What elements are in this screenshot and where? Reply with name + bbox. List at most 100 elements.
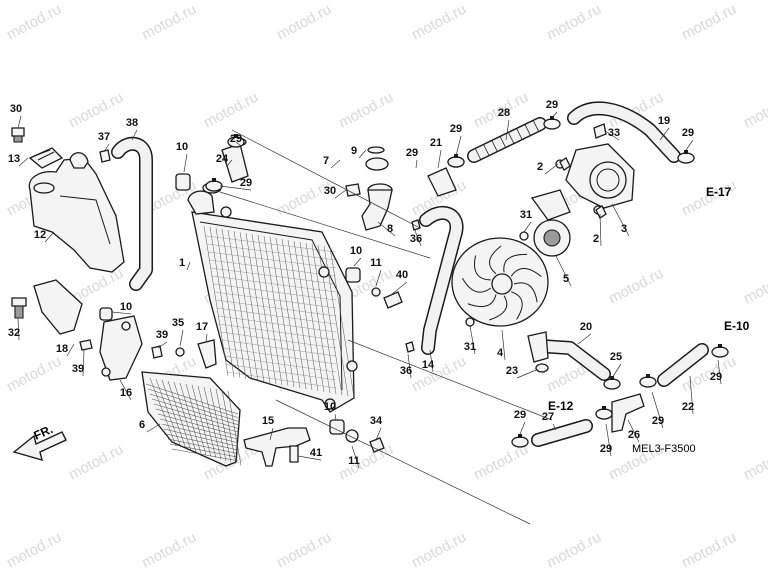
watermark-text: motod.ru bbox=[679, 529, 739, 572]
watermark-text: motod.ru bbox=[4, 1, 64, 44]
callout-17: 17 bbox=[196, 321, 208, 333]
section-ref-e17: E-17 bbox=[706, 185, 732, 199]
callout-33: 33 bbox=[608, 127, 620, 139]
callout-2: 2 bbox=[593, 233, 599, 245]
fan-blades bbox=[462, 245, 542, 321]
cooling-fan bbox=[451, 237, 549, 327]
callout-41: 41 bbox=[310, 447, 322, 459]
callout-21: 21 bbox=[430, 137, 442, 149]
callout-38: 38 bbox=[126, 117, 138, 129]
hose-22 bbox=[657, 343, 709, 387]
callout-29: 29 bbox=[406, 147, 418, 159]
callout-28: 28 bbox=[498, 107, 510, 119]
callout-29: 29 bbox=[546, 99, 558, 111]
filler-neck bbox=[361, 146, 393, 231]
callout-39: 39 bbox=[156, 329, 168, 341]
callout-37: 37 bbox=[98, 131, 110, 143]
hose-clamp bbox=[677, 150, 695, 164]
callout-25: 25 bbox=[610, 351, 622, 363]
callout-32: 32 bbox=[8, 327, 20, 339]
callout-11: 11 bbox=[370, 257, 382, 269]
watermark-text: motod.ru bbox=[679, 1, 739, 44]
overflow-hose bbox=[111, 136, 153, 291]
callout-35: 35 bbox=[172, 317, 184, 329]
callout-22: 22 bbox=[682, 401, 694, 413]
callout-1: 1 bbox=[179, 257, 185, 269]
small-fittings bbox=[99, 149, 607, 373]
reserve-tank bbox=[28, 152, 125, 273]
callout-numbers: 1223456789101010101111121314151617181920… bbox=[8, 99, 722, 467]
callout-23: 23 bbox=[506, 365, 518, 377]
callout-10: 10 bbox=[324, 401, 336, 413]
radiator-grille bbox=[141, 371, 242, 467]
front-direction-arrow: FR. bbox=[12, 422, 67, 462]
callout-34: 34 bbox=[370, 415, 383, 427]
callout-29: 29 bbox=[514, 409, 526, 421]
callout-26: 26 bbox=[628, 429, 640, 441]
callout-24: 24 bbox=[216, 153, 229, 165]
watermark-text: motod.ru bbox=[544, 529, 604, 572]
callout-30: 30 bbox=[324, 185, 336, 197]
radiator-core-grid bbox=[203, 225, 355, 398]
hose-19 bbox=[567, 101, 681, 163]
callout-36: 36 bbox=[410, 233, 422, 245]
watermark-text: motod.ru bbox=[4, 353, 64, 396]
callout-36: 36 bbox=[400, 365, 412, 377]
watermark-text: motod.ru bbox=[741, 265, 768, 308]
watermark-text: motod.ru bbox=[274, 1, 334, 44]
watermark-text: motod.ru bbox=[66, 89, 126, 132]
callout-29: 29 bbox=[600, 443, 612, 455]
watermark-text: motod.ru bbox=[139, 1, 199, 44]
callout-3: 3 bbox=[621, 223, 627, 235]
hose-27 bbox=[531, 419, 593, 447]
hose-28 bbox=[467, 117, 547, 163]
callout-4: 4 bbox=[497, 347, 504, 359]
callout-18: 18 bbox=[56, 343, 68, 355]
callout-12: 12 bbox=[34, 229, 46, 241]
leader-lines bbox=[17, 111, 722, 525]
callout-29: 29 bbox=[652, 415, 664, 427]
hose-clamp bbox=[205, 178, 223, 192]
grommets bbox=[99, 173, 381, 443]
callout-16: 16 bbox=[120, 387, 132, 399]
callout-31: 31 bbox=[464, 341, 476, 353]
bolts bbox=[79, 183, 403, 463]
callout-9: 9 bbox=[351, 145, 357, 157]
mounting-stay bbox=[11, 279, 143, 381]
watermark-text: motod.ru bbox=[66, 441, 126, 484]
watermark-text: motod.ru bbox=[409, 529, 469, 572]
diagram-code: MEL3-F3500 bbox=[632, 443, 696, 455]
callout-10: 10 bbox=[350, 245, 362, 257]
section-ref-e12: E-12 bbox=[548, 399, 574, 413]
hose-20 bbox=[527, 331, 611, 381]
watermark-text: motod.ru bbox=[409, 1, 469, 44]
callout-10: 10 bbox=[176, 141, 188, 153]
hose-28-ribs bbox=[474, 119, 540, 161]
callout-39: 39 bbox=[72, 363, 84, 375]
watermark-text: motod.ru bbox=[201, 89, 261, 132]
hose-clamp bbox=[639, 374, 657, 388]
watermark-text: motod.ru bbox=[274, 177, 334, 220]
tank-cap bbox=[11, 127, 64, 169]
callout-29: 29 bbox=[682, 127, 694, 139]
callout-27: 27 bbox=[542, 411, 554, 423]
callout-29: 29 bbox=[710, 371, 722, 383]
callout-19: 19 bbox=[658, 115, 670, 127]
hose-clamp bbox=[511, 434, 529, 448]
callout-10: 10 bbox=[120, 301, 132, 313]
callout-14: 14 bbox=[422, 359, 435, 371]
callout-13: 13 bbox=[8, 153, 20, 165]
callout-20: 20 bbox=[580, 321, 592, 333]
watermark-text: motod.ru bbox=[544, 1, 604, 44]
arrow-icon bbox=[12, 431, 67, 462]
lower-bracket bbox=[197, 339, 311, 467]
watermark-text: motod.ru bbox=[336, 89, 396, 132]
watermark-text: motod.ru bbox=[409, 353, 469, 396]
radiator bbox=[187, 190, 358, 413]
upper-hose-14 bbox=[419, 205, 464, 355]
callout-29: 29 bbox=[230, 133, 242, 145]
watermark-text: motod.ru bbox=[336, 441, 396, 484]
callout-8: 8 bbox=[387, 223, 393, 235]
hose-clamp bbox=[595, 406, 613, 420]
